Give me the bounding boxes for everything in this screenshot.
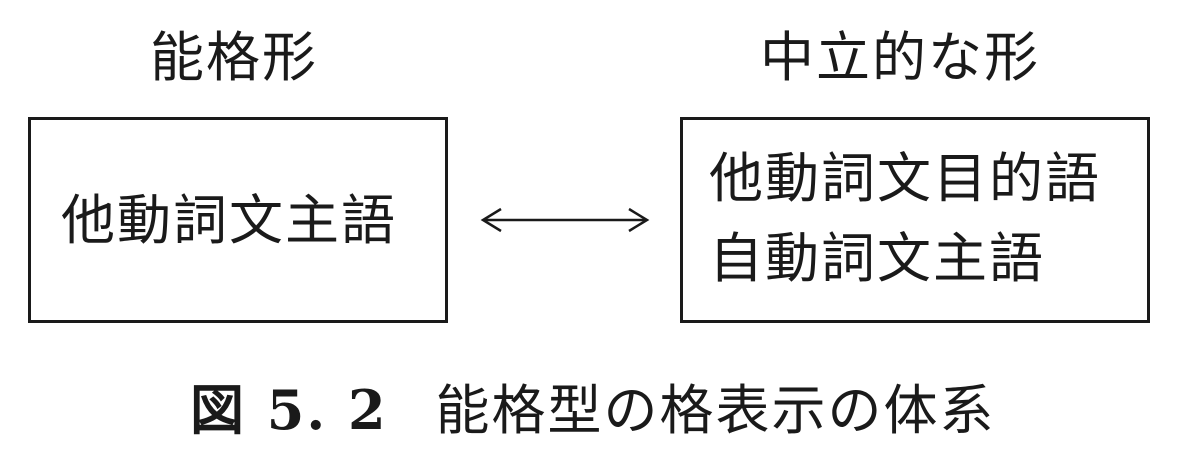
- neutral-heading: 中立的な形: [760, 26, 1040, 89]
- figure-number: 図 5. 2: [190, 378, 388, 442]
- ergative-box-line: 他動詞文主語: [61, 189, 397, 252]
- neutral-box: 他動詞文目的語 自動詞文主語: [680, 117, 1150, 323]
- neutral-box-line-2: 自動詞文主語: [709, 227, 1045, 290]
- ergative-box: 他動詞文主語: [28, 117, 448, 323]
- ergative-heading: 能格形: [150, 26, 318, 89]
- figure-title: 能格型の格表示の体系: [435, 379, 996, 442]
- neutral-box-line-1: 他動詞文目的語: [709, 147, 1101, 210]
- double-arrow-icon: [480, 207, 650, 233]
- arrow-head-left: [480, 207, 502, 233]
- figure-caption: 図 5. 2 能格型の格表示の体系: [190, 378, 996, 442]
- arrow-head-right: [628, 207, 650, 233]
